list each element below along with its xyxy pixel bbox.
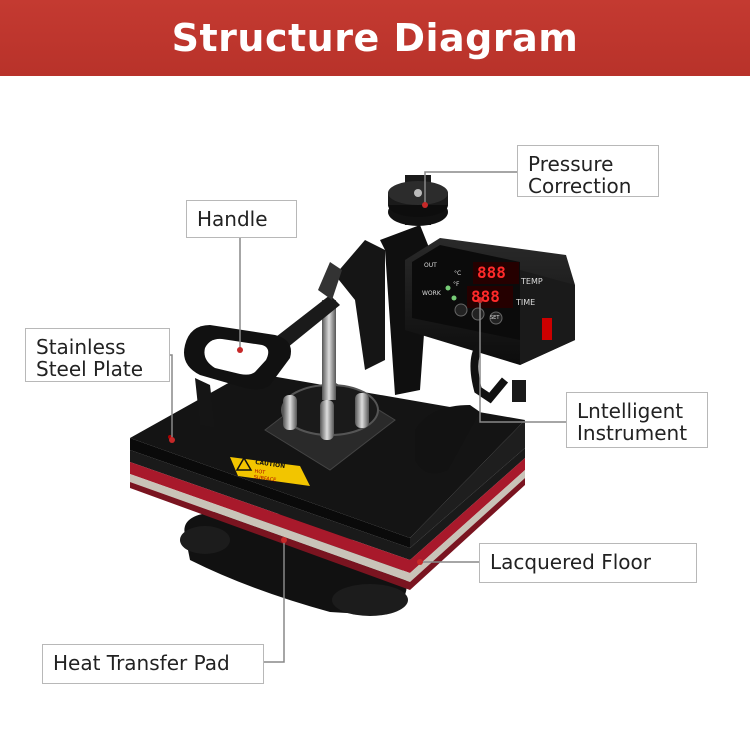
panel-work-label: WORK: [422, 290, 441, 297]
base-foot: [180, 512, 408, 616]
panel-set-button-label: SET: [490, 315, 500, 321]
label-stainless-steel-plate: Stainless Steel Plate: [25, 328, 170, 382]
label-handle: Handle: [186, 200, 297, 238]
panel-fahrenheit-label: °F: [453, 281, 460, 288]
label-intelligent-instrument: Lntelligent Instrument: [566, 392, 708, 448]
warning-sticker: [230, 456, 310, 486]
panel-out-label: OUT: [424, 262, 437, 269]
temp-display: 888: [477, 263, 506, 282]
label-lacquered-floor: Lacquered Floor: [479, 543, 697, 583]
instrument-box: [405, 238, 575, 404]
handle: [184, 262, 342, 428]
page-title: Structure Diagram: [171, 16, 579, 60]
leader-dots: [169, 202, 483, 565]
pressure-knob: [388, 181, 448, 217]
panel-time-label: TIME: [516, 298, 536, 307]
panel-temp-label: TEMP: [521, 277, 543, 286]
time-display: 888: [471, 287, 500, 306]
upper-plate: [130, 372, 525, 548]
label-heat-transfer-pad: Heat Transfer Pad: [42, 644, 264, 684]
panel-celsius-label: °C: [454, 270, 462, 277]
leader-lines: [170, 171, 566, 663]
side-grip: [415, 405, 480, 474]
label-pressure-correction: Pressure Correction: [517, 145, 659, 197]
title-banner: Structure Diagram: [0, 0, 750, 76]
